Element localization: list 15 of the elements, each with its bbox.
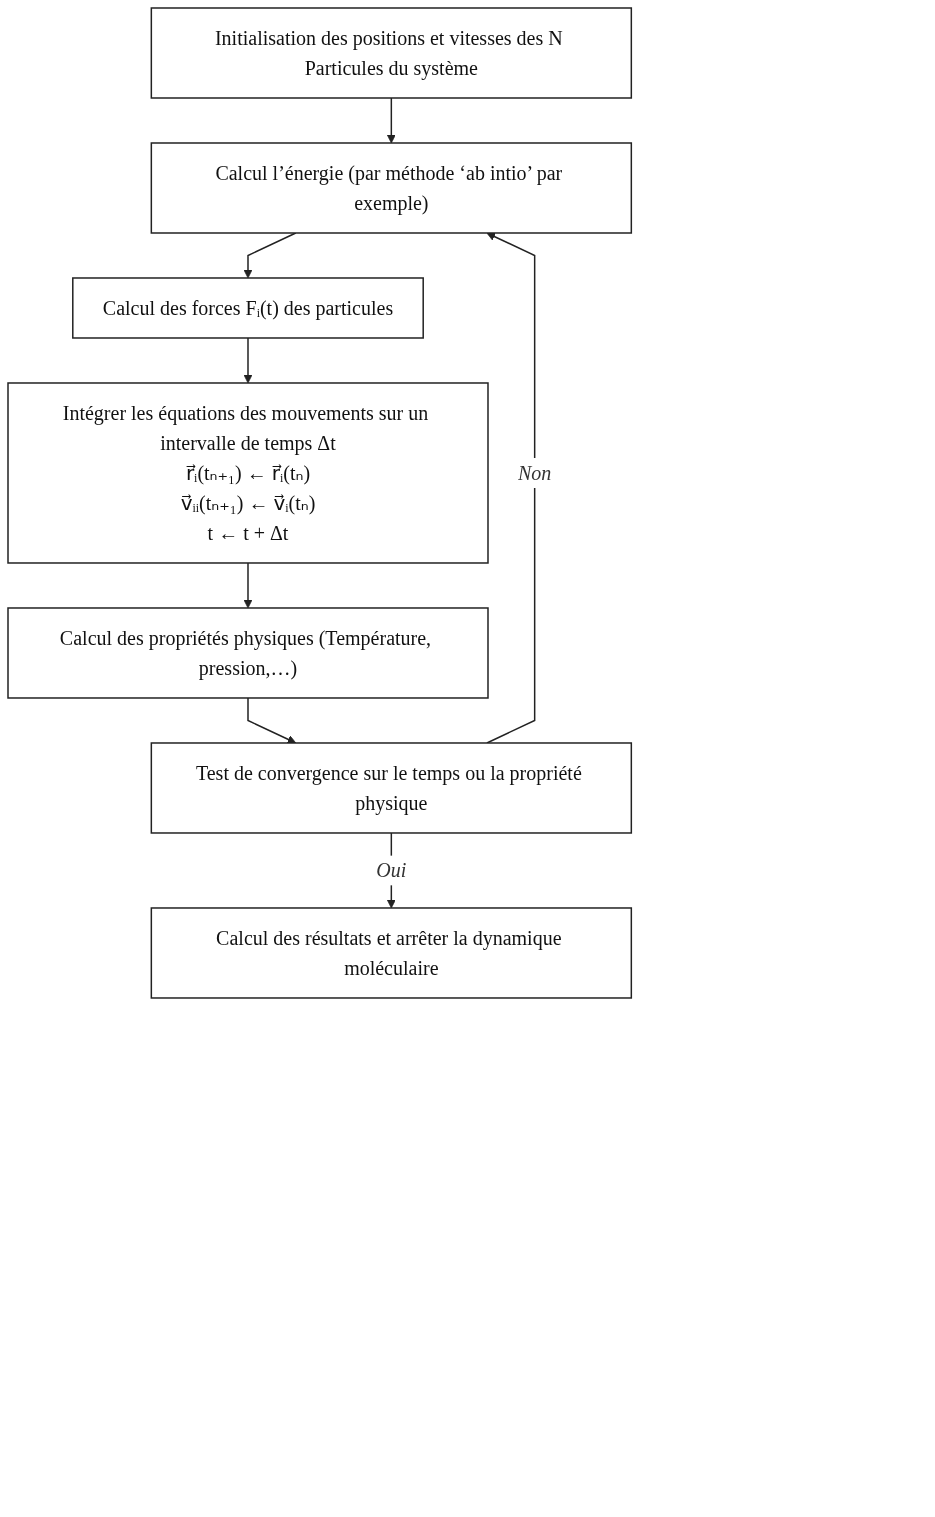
arrow (243, 232, 297, 279)
node-box: Initialisation des positions et vitesses des N Particules du système (150, 7, 633, 99)
arrow (486, 232, 536, 744)
edge-label: Oui (376, 859, 407, 882)
arrow (247, 697, 297, 744)
node-box: Calcul des propriétés physiques (Température, pression,…) (7, 607, 489, 699)
arrow (243, 337, 253, 384)
node-box: Intégrer les équations des mouvements sur un intervalle de temps Δt r⃗ᵢ(tₙ₊₁) ← r⃗ᵢ(tₙ) v⃗ᵢᵢ(tₙ₊₁) ← v⃗ᵢ(tₙ) t ← t + Δt (7, 382, 489, 564)
arrow (243, 562, 253, 609)
node-box: Calcul des forces Fᵢ(t) des particules (72, 277, 424, 339)
edge-label: Non (517, 461, 552, 484)
node-box: Calcul des résultats et arrêter la dynamique moléculaire (150, 907, 633, 999)
node-box: Test de convergence sur le temps ou la propriété physique (150, 742, 633, 834)
arrow (386, 97, 396, 144)
node-box: Calcul l’énergie (par méthode ‘ab intio’ par exemple) (150, 142, 633, 234)
